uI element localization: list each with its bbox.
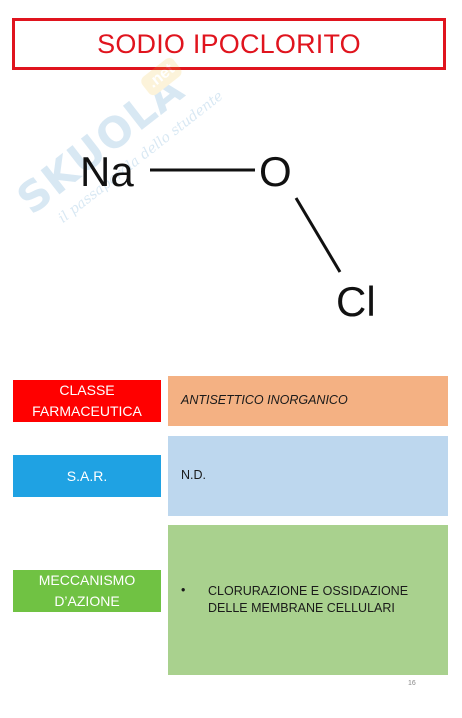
value-meccanismo-azione: • CLORURAZIONE E OSSIDAZIONE DELLE MEMBR… [168, 525, 448, 675]
label-line: MECCANISMO [38, 572, 136, 588]
value-line: CLORURAZIONE E OSSIDAZIONE [208, 584, 409, 598]
atom-o: O [259, 148, 292, 195]
value-text: N.D. [181, 468, 206, 482]
label-line: FARMACEUTICA [32, 403, 142, 419]
value-text: ANTISETTICO INORGANICO [181, 393, 348, 407]
title-box: SODIO IPOCLORITO [12, 18, 446, 70]
value-classe-farmaceutica: ANTISETTICO INORGANICO [168, 376, 448, 426]
label-sar: S.A.R. [13, 455, 161, 497]
label-line: S.A.R. [66, 467, 108, 484]
bullet: • [181, 583, 186, 597]
label-classe-farmaceutica: CLASSE FARMACEUTICA [13, 380, 161, 422]
bond-o-cl [294, 197, 342, 273]
atom-na: Na [80, 148, 134, 195]
molecule-diagram [150, 168, 342, 273]
atom-cl: Cl [336, 278, 376, 325]
value-line: DELLE MEMBRANE CELLULARI [208, 601, 395, 615]
page-number: 16 [408, 680, 416, 687]
label-line: D’AZIONE [54, 593, 120, 609]
value-sar: N.D. [168, 436, 448, 516]
label-line: CLASSE [59, 382, 115, 398]
label-meccanismo-azione: MECCANISMO D’AZIONE [13, 570, 161, 612]
page-title: SODIO IPOCLORITO [97, 28, 361, 59]
